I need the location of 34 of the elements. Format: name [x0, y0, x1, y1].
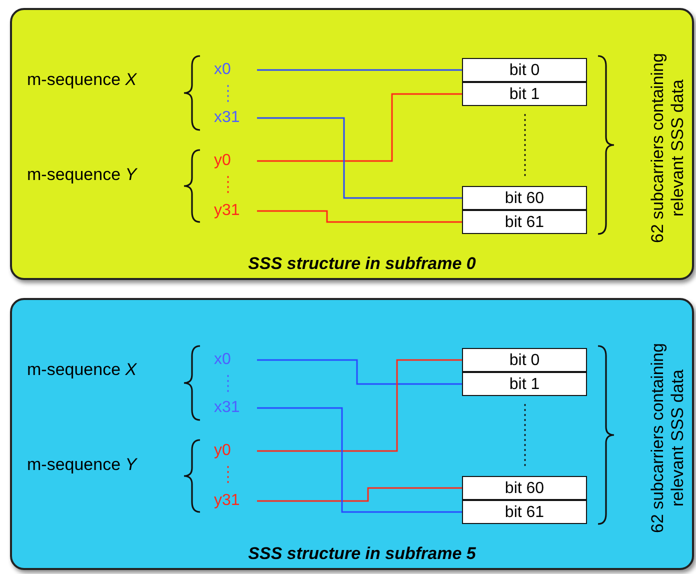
- subcarrier-note: 62 subcarriers containing relevant SSS data: [648, 52, 688, 245]
- bit-cell: bit 0: [462, 348, 587, 372]
- sequence-label: m-sequence X: [27, 70, 137, 90]
- sequence-element-label: y31: [214, 202, 257, 220]
- sequence-label: m-sequence X: [27, 360, 137, 380]
- wire: [257, 210, 462, 223]
- wire: [257, 359, 462, 452]
- bit-cell: bit 61: [462, 500, 587, 524]
- bit-cell: bit 60: [462, 476, 587, 500]
- sequence-element-label: x0: [214, 61, 257, 79]
- wire: [257, 407, 462, 513]
- subcarrier-note: 62 subcarriers containing relevant SSS data: [648, 342, 688, 535]
- wire: [257, 69, 462, 71]
- bit-cell: bit 1: [462, 372, 587, 396]
- sequence-element-label: x31: [214, 399, 257, 417]
- wire: [257, 117, 462, 199]
- wire: [257, 487, 462, 502]
- bit-cell: bit 0: [462, 58, 587, 82]
- sequence-element-label: y0: [214, 442, 257, 460]
- panel-caption: SSS structure in subframe 5: [247, 544, 477, 564]
- panel-background: [10, 8, 694, 280]
- sequence-label: m-sequence Y: [27, 165, 137, 185]
- panel-background: [10, 298, 694, 570]
- sequence-element-label: x31: [214, 109, 257, 127]
- sequence-element-label: x0: [214, 351, 257, 369]
- wire: [257, 359, 462, 385]
- wire: [257, 93, 462, 162]
- bit-cell: bit 61: [462, 210, 587, 234]
- bit-cell: bit 60: [462, 186, 587, 210]
- bit-cell: bit 1: [462, 82, 587, 106]
- sequence-element-label: y31: [214, 492, 257, 510]
- panel-caption: SSS structure in subframe 0: [247, 254, 477, 274]
- sequence-label: m-sequence Y: [27, 455, 137, 475]
- sequence-element-label: y0: [214, 152, 257, 170]
